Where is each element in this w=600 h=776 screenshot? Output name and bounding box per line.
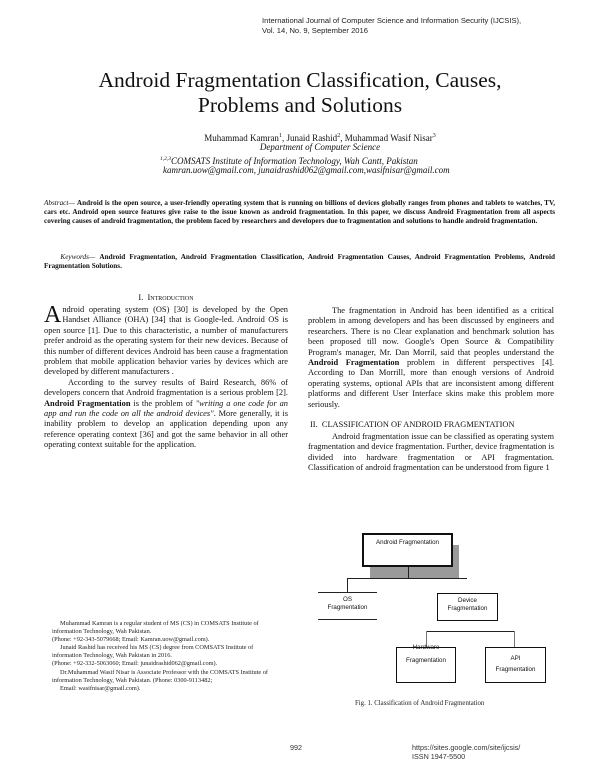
paragraph-text: According to the survey results of Baird… [44,377,288,398]
node-label: Android Fragmentation [376,539,439,546]
abstract-bold-text: Android is the open source, a user-frien… [44,199,555,217]
paragraph-text: is the problem of [130,398,196,408]
node-android-fragmentation: Android Fragmentation [362,533,453,567]
page-number: 992 [290,743,302,752]
connector-line [347,578,348,592]
section-2-heading: II. CLASSIFICATION OF ANDROID FRAGMENTAT… [308,420,554,429]
author-name: Junaid Rashid [286,133,338,143]
footnote-author-2: Junaid Rashid has received his MS (CS) d… [52,644,254,660]
right-column: The fragmentation in Android has been id… [308,306,554,474]
keywords: Keywords— Android Fragmentation, Android… [44,253,555,271]
abstract-label: Abstract— [44,199,75,207]
emphasis-text: Android Fragmentation [308,358,400,368]
connector-line [426,631,515,632]
node-api-fragmentation: API Fragmentation [485,647,546,683]
section-2-number: II. [310,420,318,430]
intro-paragraph-1-text: ndroid operating system (OS) [30] is dev… [44,305,288,377]
footnote-author-3-contact: Email: wasifnisar@gmail.com). [60,684,141,692]
paragraph-text: The fragmentation in Android has been id… [308,306,554,357]
title-line-1: Android Fragmentation Classification, Ca… [98,68,502,92]
footnote-author-1: Muhammad Kamran is a regular student of … [52,620,259,636]
paper-title: Android Fragmentation Classification, Ca… [40,68,560,118]
institution-affiliation-mark: 1,2,3 [160,156,171,162]
department: Department of Computer Science [259,142,381,152]
author-affiliation-mark: 1 [278,133,282,139]
author-name: Muhammad Kamran [204,133,279,143]
paragraph-text: problem in different perspectives [4]. A… [308,358,554,409]
node-label: Device [458,597,477,604]
footnote-author-2-contact: (Phone: +92-332-5063060; Email: junaidra… [52,660,218,668]
node-hardware-fragmentation: Hardware Fragmentation [396,644,456,683]
node-label: Fragmentation [495,666,536,673]
author-name: Muhammad Wasif Nisar [344,133,433,143]
node-label: Hardware [412,644,440,651]
section-2-title: CLASSIFICATION OF ANDROID FRAGMENTATION [321,420,515,430]
section-1-title: Introduction [147,293,194,302]
node-device-fragmentation: Device Fragmentation [437,593,498,621]
author-affiliation-mark: 3 [432,133,436,139]
institution-name: COMSATS Institute of Information Technol… [171,156,418,166]
node-label: Fragmentation [406,657,446,664]
keywords-label: Keywords— [60,253,96,261]
intro-paragraph-2: According to the survey results of Baird… [44,378,288,451]
author-list: Muhammad Kamran1, Junaid Rashid2, Muhamm… [204,133,436,143]
paragraph-text: . More generally, it is inability proble… [44,409,289,450]
footnote-author-1-contact: (Phone: +92-343-5079668; Email: Kamran.u… [52,636,210,644]
node-os-fragmentation: OS Fragmentation [318,592,377,620]
journal-url: https://sites.google.com/site/ijcsis/ [412,743,521,752]
connector-line [408,567,409,578]
node-label: Fragmentation [447,605,488,612]
author-emails: kamran.uow@gmail.com, junaidrashid062@gm… [163,165,450,175]
author-affiliation-mark: 2 [337,133,341,139]
root-box-shadow [370,545,459,578]
journal-name: International Journal of Computer Scienc… [262,16,522,25]
connector-line [347,578,467,579]
journal-header: International Journal of Computer Scienc… [262,16,521,36]
quote-text: "writing a one code for an app and run t… [44,398,288,419]
connector-line [514,631,515,647]
keywords-text: Android Fragmentation, Android Fragmenta… [44,253,556,271]
connector-line [426,631,427,647]
author-footnotes: Muhammad Kamran is a regular student of … [52,620,274,693]
abstract: Abstract— Android is the open source, a … [44,199,555,227]
figure-1-caption: Fig. 1. Classification of Android Fragme… [355,700,485,707]
section-1-number: I. [138,293,144,302]
node-label: Fragmentation [327,604,368,611]
title-line-2: Problems and Solutions [197,93,403,117]
node-label: API [510,655,521,662]
abstract-text: In this paper, we discuss Android Fragme… [44,208,556,226]
intro-paragraph-3: The fragmentation in Android has been id… [308,306,554,410]
institution: 1,2,3COMSATS Institute of Information Te… [160,154,490,166]
footer-info: https://sites.google.com/site/ijcsis/ IS… [412,743,520,761]
node-label: OS [343,596,352,603]
emphasis-text: Android Fragmentation [44,398,131,408]
drop-cap: A [44,302,62,328]
classification-paragraph: Android fragmentation issue can be class… [308,432,554,473]
footnote-author-3: Dr.Muhammad Wasif Nisar is Associate Pro… [52,668,269,684]
issn: ISSN 1947-5500 [412,752,466,761]
journal-volume: Vol. 14, No. 9, September 2016 [262,26,368,35]
section-1-heading: I. Introduction [44,293,288,302]
